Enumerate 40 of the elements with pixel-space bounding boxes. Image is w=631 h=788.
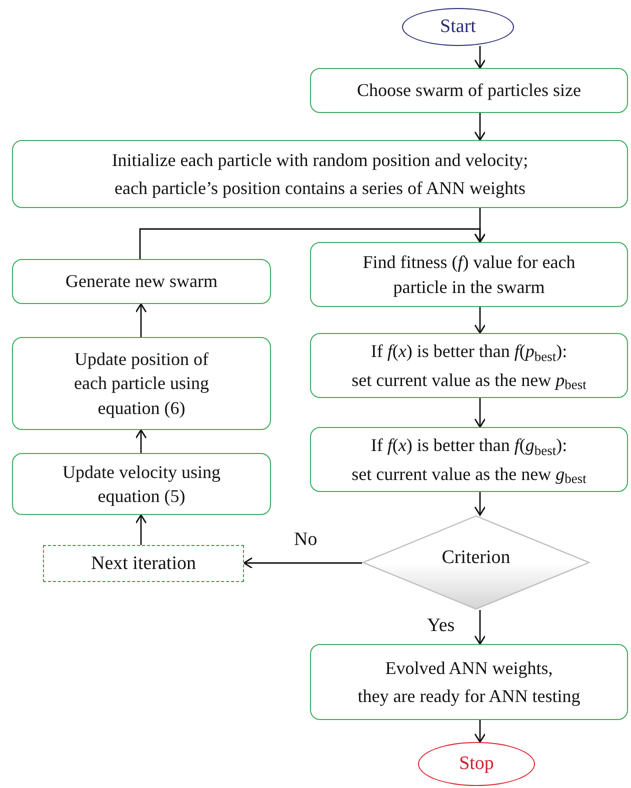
node-text: Choose swarm of particles size xyxy=(357,79,581,102)
node-text: set current value as the new g$_{best}$ xyxy=(352,462,586,486)
process-box xyxy=(310,644,628,720)
process-box xyxy=(310,242,628,307)
process-box xyxy=(310,333,628,398)
process-box xyxy=(43,545,244,582)
node-text: Start xyxy=(440,14,476,39)
arrow xyxy=(139,228,486,259)
arrow xyxy=(135,303,147,337)
arrow xyxy=(474,492,486,516)
decision-diamond xyxy=(362,515,590,610)
node-text: Generate new swarm xyxy=(66,270,218,294)
node-text: Update position of each particle using equation (6) xyxy=(73,348,210,420)
node-text: Stop xyxy=(459,752,494,776)
node-text: they are ready for ANN testing xyxy=(358,685,580,708)
process-box xyxy=(310,68,628,113)
node-text: Update velocity using equation (5) xyxy=(62,460,222,508)
arrow xyxy=(474,720,486,743)
node-text: Criterion xyxy=(442,546,510,570)
process-box xyxy=(12,259,271,304)
process-box xyxy=(310,427,628,492)
node-text: Initialize each particle with random position and velocity; xyxy=(112,148,528,172)
process-box xyxy=(12,140,628,208)
node-text: set current value as the new p$_{best}$ xyxy=(352,368,586,392)
arrow xyxy=(474,307,486,334)
arrow xyxy=(474,113,486,141)
arrow xyxy=(135,429,147,453)
process-box xyxy=(12,453,271,515)
arrow xyxy=(243,557,362,569)
process-box xyxy=(12,337,271,430)
node-text: If f(x) is better than f(g$_{best}$): xyxy=(370,434,568,458)
arrow xyxy=(135,514,147,545)
node-text: each particle’s position contains a series of ANN weights xyxy=(114,177,526,200)
arrow xyxy=(474,46,486,69)
arrow xyxy=(474,398,486,428)
node-text: Next iteration xyxy=(91,552,196,576)
node-text: If f(x) is better than f(p$_{best}$): xyxy=(370,340,568,364)
arrow xyxy=(474,610,486,645)
node-text: Find fitness (f) value for each particle in the swarm xyxy=(362,251,576,299)
node-text: Evolved ANN weights, xyxy=(385,656,553,680)
